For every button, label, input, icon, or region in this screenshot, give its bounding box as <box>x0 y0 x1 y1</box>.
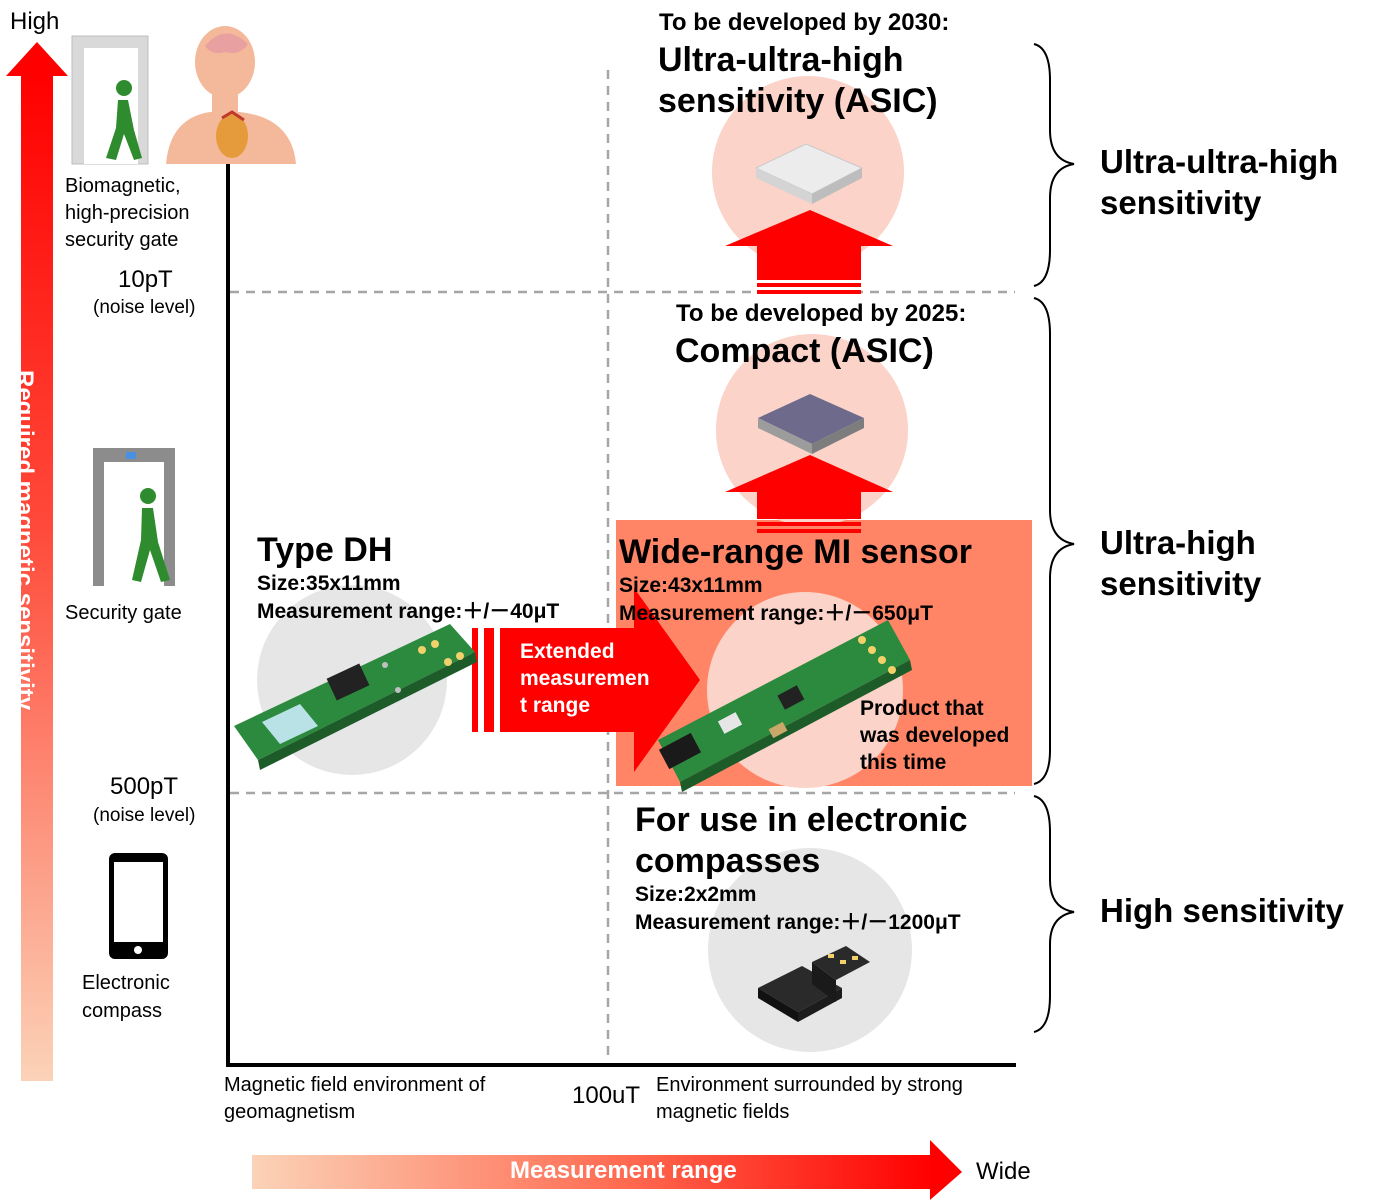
wide-range-board <box>658 620 912 792</box>
divider-value-label: 100uT <box>572 1082 641 1109</box>
compass-chips <box>758 946 870 1022</box>
extended-range-arrow <box>472 588 700 772</box>
right-label-top-line2: sensitivity <box>1100 184 1262 221</box>
x-axis-title: Measurement range <box>510 1157 737 1184</box>
y-axis-title: Required magnetic sensitivity <box>11 370 38 711</box>
strong-field-label-line1: Environment surrounded by strong <box>656 1074 963 1096</box>
asic-2030-title-line2: sensitivity (ASIC) <box>658 82 938 120</box>
compass-label-line1: Electronic <box>82 972 170 994</box>
biomagnetic-gate-icon <box>71 35 149 165</box>
right-label-mid-line2: sensitivity <box>1100 565 1262 602</box>
smartphone-icon <box>109 853 168 959</box>
level-10pt-value: 10pT <box>118 266 173 293</box>
new-product-note-line3: this time <box>860 751 947 774</box>
compass-product-title-line1: For use in electronic <box>635 801 968 839</box>
compass-chip-circle <box>708 848 912 1052</box>
y-axis-top-label: High <box>10 8 60 35</box>
curly-braces <box>1033 43 1075 1033</box>
up-arrow-2025 <box>725 455 893 533</box>
type-dh-size: Size:35x11mm <box>257 572 401 595</box>
geomag-label-line1: Magnetic field environment of <box>224 1074 486 1096</box>
new-product-note-line1: Product that <box>860 697 984 720</box>
asic-2025-title: Compact (ASIC) <box>675 332 934 370</box>
biomagnetic-line2: high-precision <box>65 202 190 224</box>
security-gate-label: Security gate <box>65 602 182 624</box>
sensitivity-axis-arrow <box>6 42 68 1081</box>
compass-product-range: Measurement range:＋/－1200μT <box>635 911 961 934</box>
level-500pt-value: 500pT <box>110 773 179 800</box>
security-gate-icon <box>93 448 175 586</box>
up-arrow-2030 <box>725 210 893 294</box>
new-product-note-line2: was developed <box>860 724 1010 747</box>
asic-2025-header: To be developed by 2025: <box>676 300 967 327</box>
type-dh-board <box>234 624 477 770</box>
arrow-label-line3: t range <box>520 694 591 717</box>
biomagnetic-line1: Biomagnetic, <box>65 175 181 197</box>
right-label-mid-line1: Ultra-high <box>1100 524 1256 561</box>
asic-2030-title-line1: Ultra-ultra-high <box>658 41 904 79</box>
human-body-icon <box>166 26 296 164</box>
strong-field-label-line2: magnetic fields <box>656 1101 790 1123</box>
arrow-label-line2: measuremen <box>520 667 650 690</box>
right-label-bottom: High sensitivity <box>1100 892 1344 929</box>
range-axis-arrow <box>252 1140 962 1200</box>
type-dh-title: Type DH <box>257 531 393 569</box>
type-dh-range: Measurement range:＋/－40μT <box>257 600 560 623</box>
wide-range-title: Wide-range MI sensor <box>619 533 972 571</box>
geomag-label-line2: geomagnetism <box>224 1101 356 1123</box>
level-500pt-note: (noise level) <box>93 805 196 826</box>
wide-range-range: Measurement range:＋/－650μT <box>619 602 933 625</box>
dashed-grid <box>230 70 1015 1060</box>
x-axis-end-label: Wide <box>976 1158 1031 1185</box>
asic-2030-header: To be developed by 2030: <box>659 9 950 36</box>
compass-product-title-line2: compasses <box>635 842 821 880</box>
right-label-top-line1: Ultra-ultra-high <box>1100 143 1339 180</box>
compass-product-size: Size:2x2mm <box>635 883 757 906</box>
asic-2030-chip <box>754 143 864 204</box>
asic-2025-chip <box>758 394 864 454</box>
compass-label-line2: compass <box>82 1000 163 1022</box>
biomagnetic-line3: security gate <box>65 229 179 251</box>
arrow-label-line1: Extended <box>520 640 615 663</box>
wide-range-size: Size:43x11mm <box>619 574 763 597</box>
level-10pt-note: (noise level) <box>93 297 196 318</box>
